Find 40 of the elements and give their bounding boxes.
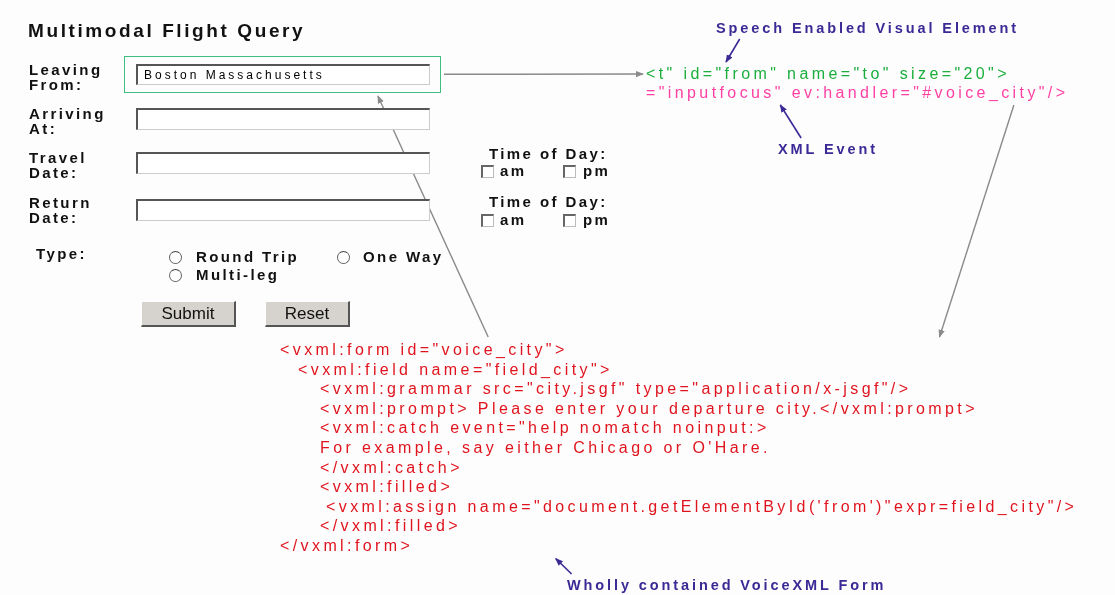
code-line: <vxml:form id="voice_city">: [280, 340, 568, 360]
option-label: One Way: [363, 249, 444, 264]
field-label: Time of Day:: [489, 146, 608, 161]
form-title: Multimodal Flight Query: [28, 20, 306, 42]
option-label: pm: [583, 163, 611, 178]
option-label: Round Trip: [196, 249, 300, 264]
option-label: Multi-leg: [196, 267, 280, 282]
annotation: XML Event: [778, 141, 878, 157]
code-line: <vxml:assign name="document.getElementById('from')"expr=field_city"/>: [325, 496, 1078, 517]
field-label: Time of Day:: [489, 194, 608, 209]
code-line: <vxml:filled>: [319, 477, 454, 497]
arrow: [554, 557, 573, 575]
code-line: </vxml:form>: [280, 535, 414, 556]
code-line: For example, say either Chicago or O'Hare.: [319, 437, 771, 458]
code-line: ="inputfocus" ev:handler="#voice_city"/>: [646, 84, 1069, 102]
arrow: [725, 38, 741, 63]
arrow: [938, 104, 1015, 338]
option-label: am: [500, 163, 527, 178]
annotation: Speech Enabled Visual Element: [716, 20, 1020, 36]
code-line: <vxml:field name="field_city">: [297, 359, 613, 380]
code-line: <t" id="from" name="to" size="20">: [646, 65, 1010, 83]
submit-button: Submit: [141, 301, 236, 327]
field-label: Leaving From:: [29, 62, 104, 92]
arrow: [779, 104, 802, 139]
option-label: am: [500, 212, 527, 227]
annotation: Wholly contained VoiceXML Form: [567, 577, 887, 593]
code-line: </vxml:filled>: [319, 516, 461, 536]
field-label: Arriving At:: [29, 106, 107, 136]
code-line: <vxml:prompt> Please enter your departure city.</vxml:prompt>: [319, 398, 978, 419]
field-label: Return Date:: [29, 195, 93, 225]
arrow: [443, 70, 644, 78]
code-line: </vxml:catch>: [319, 457, 463, 478]
reset-button: Reset: [265, 301, 350, 327]
code-line: <vxml:catch event="help nomatch noinput:>: [319, 418, 770, 438]
field-label: Type:: [36, 246, 87, 261]
option-label: pm: [583, 212, 611, 227]
field-label: Travel Date:: [29, 150, 88, 180]
code-line: <vxml:grammar src="city.jsgf" type="application/x-jsgf"/>: [319, 379, 912, 399]
highlight-frame: [124, 56, 441, 93]
input-text: Boston Massachusetts: [144, 68, 325, 82]
